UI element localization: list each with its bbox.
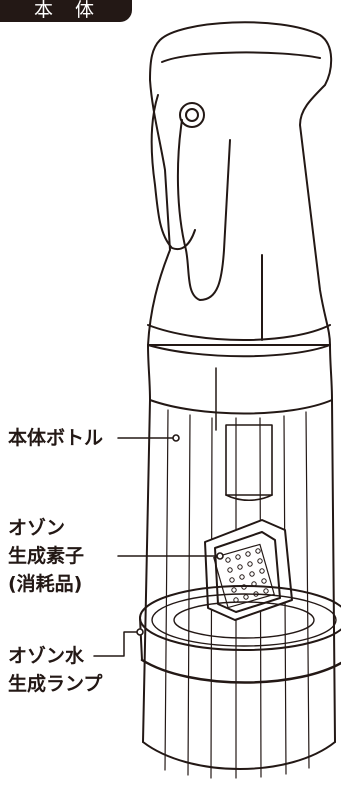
lamp-leader xyxy=(93,631,141,657)
lamp-label-line-2: 生成ランプ xyxy=(8,673,103,695)
nozzle-ring xyxy=(179,102,205,128)
base-unit xyxy=(139,585,341,684)
element-label: オゾン 生成素子 (消耗品) xyxy=(8,514,84,598)
element-label-line-3: (消耗品) xyxy=(8,573,83,595)
element-label-line-1: オゾン xyxy=(8,517,66,539)
section-tag: 本 体 xyxy=(0,0,132,22)
inner-tube xyxy=(225,424,273,496)
element-perforations xyxy=(225,548,269,603)
spray-head xyxy=(147,21,333,358)
lamp-ring xyxy=(140,658,341,684)
leader-lines xyxy=(93,434,224,657)
bottle-label: 本体ボトル xyxy=(8,424,103,452)
bottle-label-line: 本体ボトル xyxy=(8,427,104,449)
nozzle-hole xyxy=(185,108,199,122)
lamp-label-line-1: オゾン水 xyxy=(8,645,85,667)
element-label-line-2: 生成素子 xyxy=(8,545,85,567)
lamp-label: オゾン水 生成ランプ xyxy=(8,642,102,698)
